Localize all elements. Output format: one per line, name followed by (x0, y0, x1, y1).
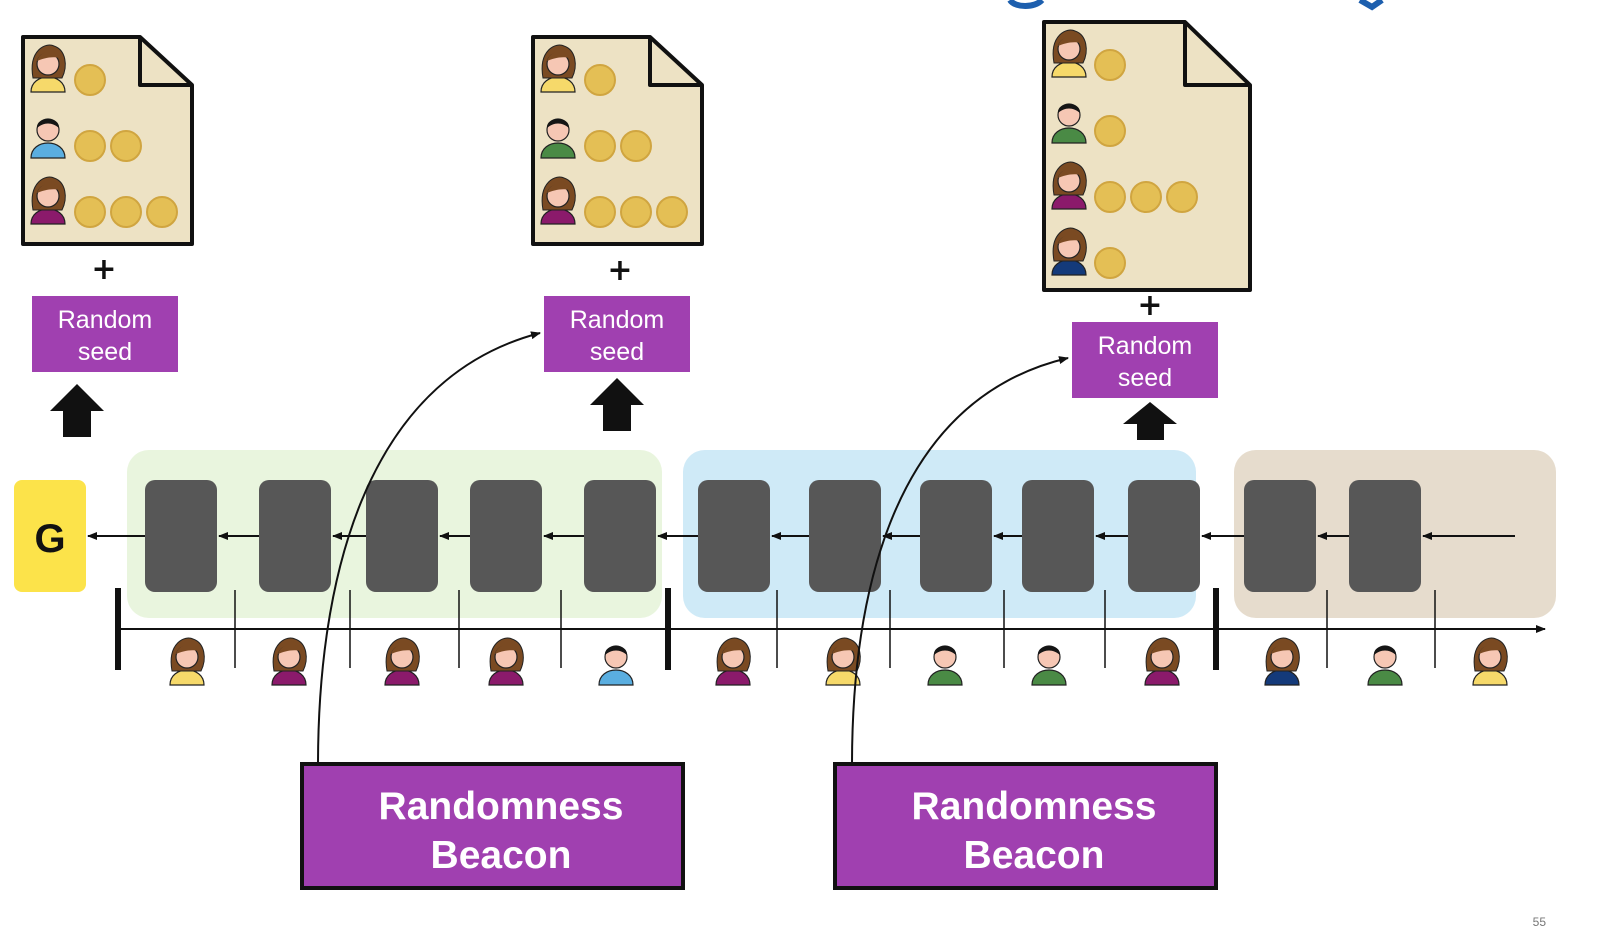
plus-sign: + (607, 253, 632, 288)
coin-icon (620, 196, 652, 228)
stake-document (21, 35, 194, 246)
purple-female-avatar-icon (488, 637, 524, 686)
yellow-female-avatar-icon (540, 44, 576, 93)
chain-block (1349, 480, 1421, 592)
coin-icon (110, 130, 142, 162)
green-male-avatar-icon (1367, 645, 1403, 686)
chain-block (145, 480, 217, 592)
coin-icon (1130, 181, 1162, 213)
coin-icon (74, 196, 106, 228)
chain-block (470, 480, 542, 592)
genesis-block (14, 480, 86, 592)
beacon-label-line: Beacon (431, 834, 572, 877)
chain-block (1022, 480, 1094, 592)
yellow-female-avatar-icon (169, 637, 205, 686)
purple-female-avatar-icon (1051, 161, 1087, 210)
chain-block (920, 480, 992, 592)
page-number: 55 (1533, 915, 1547, 929)
chain-block (698, 480, 770, 592)
coin-icon (74, 64, 106, 96)
coin-icon (110, 196, 142, 228)
seed-label-line: seed (590, 338, 644, 366)
coin-icon (1094, 49, 1126, 81)
seed-label-line: seed (1118, 364, 1172, 392)
random-seed-box: Random seed (32, 296, 178, 372)
purple-female-avatar-icon (384, 637, 420, 686)
coin-icon (1166, 181, 1198, 213)
plus-sign: + (91, 252, 116, 287)
seed-label-line: seed (78, 338, 132, 366)
randomness-beacon: Randomness Beacon (833, 762, 1218, 890)
yellow-female-avatar-icon (30, 44, 66, 93)
chain-block (584, 480, 656, 592)
randomness-beacon: Randomness Beacon (300, 762, 685, 890)
coin-icon (1094, 181, 1126, 213)
seed-label-line: Random (570, 306, 665, 334)
chain-block (1244, 480, 1316, 592)
beacon-curve-arrow (317, 331, 541, 766)
yellow-female-avatar-icon (1051, 29, 1087, 78)
coin-icon (1094, 247, 1126, 279)
beacon-label-line: Randomness (912, 785, 1157, 828)
yellow-female-avatar-icon (1472, 637, 1508, 686)
coin-icon (584, 64, 616, 96)
chain-block (809, 480, 881, 592)
plus-sign: + (1137, 288, 1162, 323)
seed-label-line: Random (1098, 332, 1193, 360)
coin-icon (656, 196, 688, 228)
chain-block (366, 480, 438, 592)
seed-label-line: Random (58, 306, 153, 334)
green-male-avatar-icon (927, 645, 963, 686)
coin-icon (74, 130, 106, 162)
blue-male-avatar-icon (598, 645, 634, 686)
coin-icon (146, 196, 178, 228)
random-seed-box: Random seed (1072, 322, 1218, 398)
coin-icon (620, 130, 652, 162)
coin-icon (584, 196, 616, 228)
purple-female-avatar-icon (715, 637, 751, 686)
genesis-label: G (34, 517, 65, 561)
blue-male-avatar-icon (30, 118, 66, 159)
up-arrow-icon (50, 384, 104, 437)
cropped-title-fragment (1007, 0, 1384, 11)
green-male-avatar-icon (1031, 645, 1067, 686)
navy-female-avatar-icon (1264, 637, 1300, 686)
chain-block (259, 480, 331, 592)
stake-document (1042, 20, 1252, 292)
stake-document (531, 35, 704, 246)
purple-female-avatar-icon (1144, 637, 1180, 686)
up-arrow-icon (590, 378, 644, 431)
beacon-curve-arrow (851, 356, 1069, 766)
random-seed-box: Random seed (544, 296, 690, 372)
coin-icon (1094, 115, 1126, 147)
green-male-avatar-icon (1051, 103, 1087, 144)
beacon-label-line: Randomness (379, 785, 624, 828)
chain-block (1128, 480, 1200, 592)
purple-female-avatar-icon (540, 176, 576, 225)
beacon-label-line: Beacon (964, 834, 1105, 877)
purple-female-avatar-icon (271, 637, 307, 686)
purple-female-avatar-icon (30, 176, 66, 225)
green-male-avatar-icon (540, 118, 576, 159)
coin-icon (584, 130, 616, 162)
up-arrow-icon (1123, 402, 1177, 440)
yellow-female-avatar-icon (825, 637, 861, 686)
navy-female-avatar-icon (1051, 227, 1087, 276)
